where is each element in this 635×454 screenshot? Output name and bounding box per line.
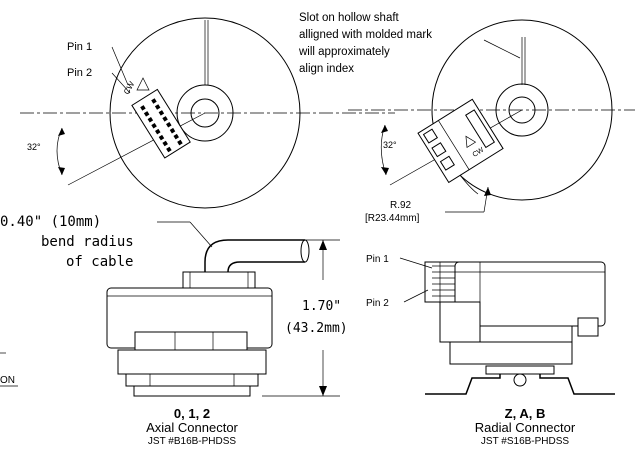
right-connector: CW [417,98,504,184]
bend-leader-diag [189,221,213,248]
top-right-view: CW Slot on hollow shaft alligned with mo… [298,12,635,224]
right-pin2-label: Pin 2 [366,298,389,309]
left-angle-arrow-top [58,128,65,136]
left-angle-ray [67,112,206,186]
height-arrow-top [319,240,327,250]
radius-leader-arrow [484,187,491,196]
slot-note-line3: will approximately [298,46,390,58]
bottom-right-view: Pin 1 Pin 2 Z, A, B Radial Connector JST… [366,254,615,447]
caption-left-sub: Axial Connector [146,420,238,435]
radius-label-mm: [R23.44mm] [365,213,420,224]
right-pin1-label: Pin 1 [366,254,389,265]
left-angle-label: 32° [27,142,41,152]
radial-bracket [425,371,615,395]
caption-left-title: 0, 1, 2 [174,406,210,421]
right-pin1-leader [399,257,433,269]
height-label-mm: (43.2mm) [285,321,348,336]
edge-fragment-text: ON [0,375,15,386]
axial-mount [117,349,267,375]
bend-label-line3: of cable [66,254,133,270]
axial-flange [125,373,259,387]
left-cw-arrow-icon [136,77,150,91]
left-angle-arrow-bottom [58,167,65,175]
radial-screw [513,373,527,387]
radial-side-tab [577,317,599,337]
left-pin1-leader [111,46,129,86]
slot-note-line4: align index [299,63,354,75]
height-label-inch: 1.70" [302,299,341,314]
radial-lower-band [479,325,573,345]
left-connector [131,88,191,159]
right-angle-arrow-top [381,125,388,133]
left-pin1-label: Pin 1 [67,41,92,53]
caption-right-title: Z, A, B [505,406,546,421]
slot-note-line1: Slot on hollow shaft [299,12,400,24]
bottom-left-view: 0.40" (10mm) bend radius of cable 1.70" … [0,214,348,447]
radius-label-inch: R.92 [390,200,412,211]
axial-connector-block [182,271,256,289]
slot-note-line2: alligned with molded mark [299,29,432,41]
right-angle-arrow-bottom [381,167,389,175]
height-arrow-bottom [319,386,327,396]
bend-label-line1: 0.40" (10mm) [0,214,101,230]
top-left-view: CW Pin 1 Pin 2 32° [20,17,395,209]
left-pin2-label: Pin 2 [67,67,92,79]
radial-base [485,365,555,375]
caption-right-sub: Radial Connector [475,420,576,435]
caption-right-part: JST #S16B-PHDSS [481,436,570,447]
caption-left-part: JST #B16B-PHDSS [148,436,237,447]
axial-base [133,385,251,397]
slot-note-leader [483,39,521,59]
cable-end [300,239,310,263]
right-pin2-leader [403,289,429,303]
axial-lower-band [134,331,248,351]
radial-mount [449,341,573,365]
right-angle-label: 32° [383,140,397,150]
left-cw-marking: CW [122,80,137,96]
left-pin2-leader [111,72,131,94]
bend-label-line2: bend radius [41,234,134,250]
radius-arc-mark [459,174,479,195]
radial-lower-left [439,301,481,343]
